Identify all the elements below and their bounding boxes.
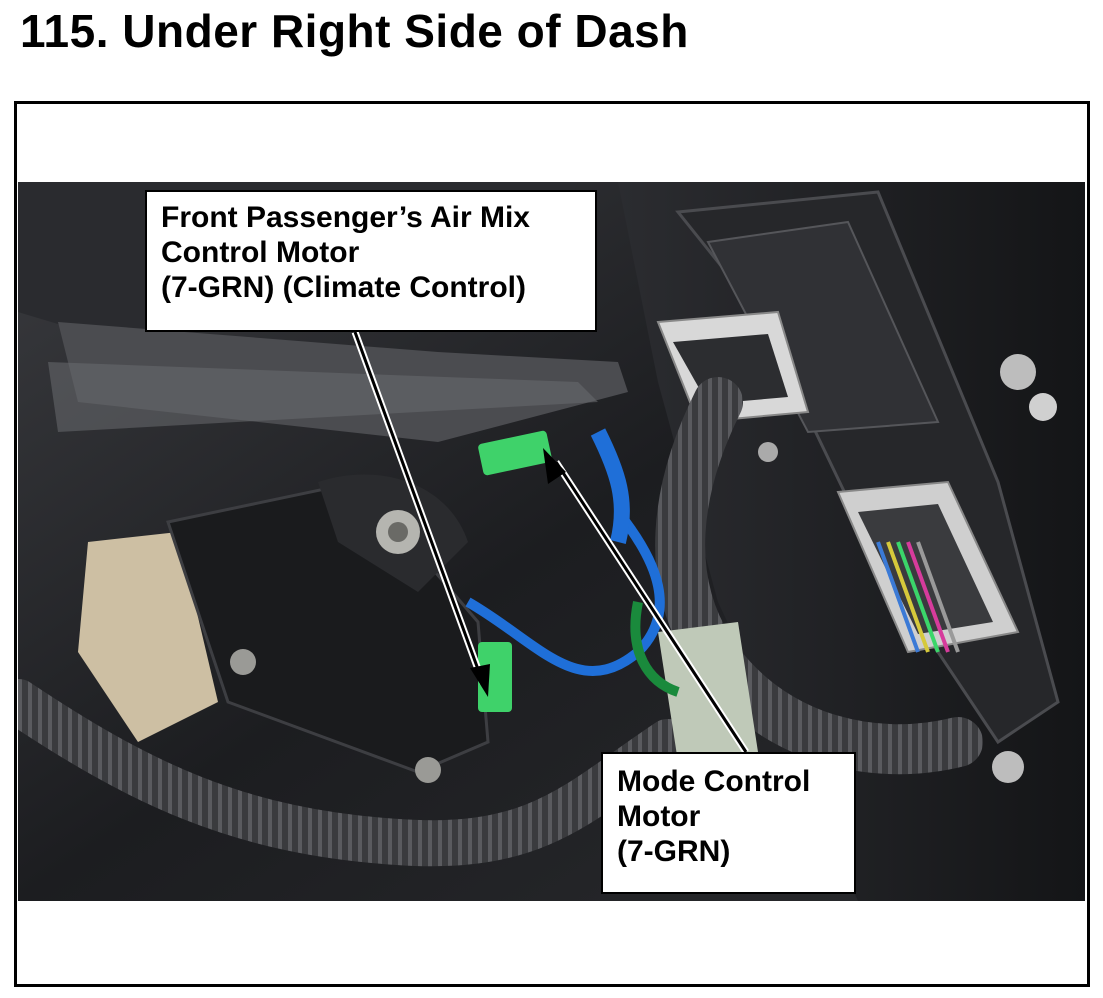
callout-air-mix-line-2: Control Motor [161,236,360,269]
callout-mode-line-1: Mode Control [617,765,811,798]
arrowhead-mode [543,448,566,484]
callout-mode-line-3: (7-GRN) [617,835,731,868]
arrowhead-air-mix [470,664,490,697]
callout-air-mix-line-1: Front Passenger’s Air Mix [161,201,530,234]
leader-line-air-mix [351,330,490,697]
callout-air-mix-control-motor: Front Passenger’s Air Mix Control Motor … [145,190,597,332]
callout-mode-line-2: Motor [617,800,701,833]
callout-air-mix-line-3: (7-GRN) (Climate Control) [161,271,526,304]
callout-mode-control-motor: Mode Control Motor (7-GRN) [601,752,856,894]
leader-line-mode [543,448,749,754]
page-title: 115. Under Right Side of Dash [20,5,689,57]
